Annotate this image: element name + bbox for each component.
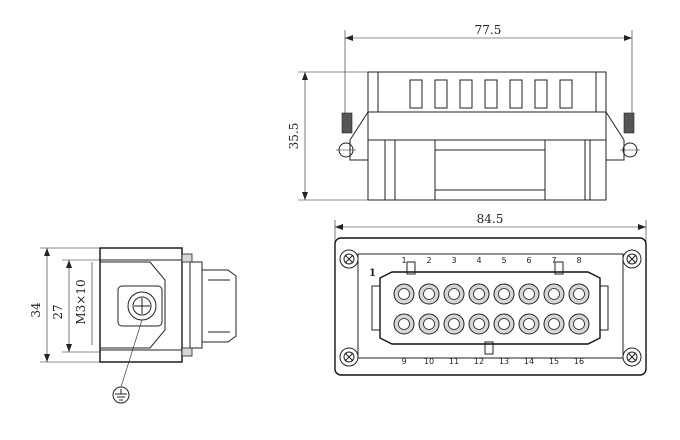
dim-top-height: 35.5	[287, 71, 370, 201]
contact-hole-12	[473, 318, 485, 330]
dim-side-outer-label: 34	[29, 302, 43, 318]
pin-label-15: 15	[549, 357, 559, 366]
dim-front-width: 84.5	[334, 212, 647, 250]
contact-hole-11	[448, 318, 460, 330]
latch-ribs	[409, 79, 573, 109]
dim-side-inner-label: 27	[51, 304, 65, 319]
mounting-screw-top-right	[622, 249, 642, 269]
contact-hole-16	[573, 318, 585, 330]
pin-label-4: 4	[476, 256, 481, 265]
contact-hole-7	[548, 288, 560, 300]
pin-label-14: 14	[524, 357, 534, 366]
top-view: 77.5 35.5	[287, 23, 640, 201]
dim-side-inner: 27	[51, 259, 100, 353]
contact-hole-3	[448, 288, 460, 300]
pin-label-16: 16	[574, 357, 584, 366]
contact-hole-2	[423, 288, 435, 300]
pin-label-7: 7	[551, 256, 556, 265]
dim-screw: M3×10	[74, 262, 93, 345]
contact-hole-5	[498, 288, 510, 300]
pin-label-1: 1	[401, 256, 406, 265]
mounting-screw-top-left	[339, 249, 359, 269]
pin-label-12: 12	[474, 357, 484, 366]
contact-hole-6	[523, 288, 535, 300]
contact-hole-13	[498, 318, 510, 330]
pin-label-6: 6	[526, 256, 531, 265]
contact-hole-4	[473, 288, 485, 300]
pin-label-10: 10	[424, 357, 434, 366]
ground-symbol-icon	[112, 386, 130, 404]
contact-hole-15	[548, 318, 560, 330]
mounting-screw-bottom-left	[339, 347, 359, 367]
dim-top-width-label: 77.5	[475, 23, 502, 37]
mounting-screw-bottom-right	[622, 347, 642, 367]
contact-grid	[393, 283, 590, 335]
contact-hole-10	[423, 318, 435, 330]
pin-label-3: 3	[451, 256, 456, 265]
contact-hole-8	[573, 288, 585, 300]
dim-side-outer: 34	[29, 247, 100, 363]
pin-label-8: 8	[576, 256, 581, 265]
side-view: 34 27 M3×10	[29, 247, 237, 404]
screw-spec-label: M3×10	[74, 279, 88, 324]
pin-label-11: 11	[449, 357, 459, 366]
pin-label-5: 5	[501, 256, 506, 265]
ground-screw	[117, 285, 163, 327]
pin-labels: 1 2 3 4 5 6 7 8 9 10 11 12 13 14 15 16	[401, 256, 584, 366]
pin-label-9: 9	[401, 357, 406, 366]
dim-front-width-label: 84.5	[477, 212, 504, 226]
dim-top-height-label: 35.5	[287, 123, 301, 150]
contact-hole-1	[398, 288, 410, 300]
pin-label-13: 13	[499, 357, 509, 366]
pin-label-2: 2	[426, 256, 431, 265]
corner-marker: 1	[369, 268, 376, 279]
contact-hole-14	[523, 318, 535, 330]
dim-top-width: 77.5	[344, 23, 633, 130]
contact-hole-9	[398, 318, 410, 330]
front-view: 84.5 1	[334, 212, 647, 376]
